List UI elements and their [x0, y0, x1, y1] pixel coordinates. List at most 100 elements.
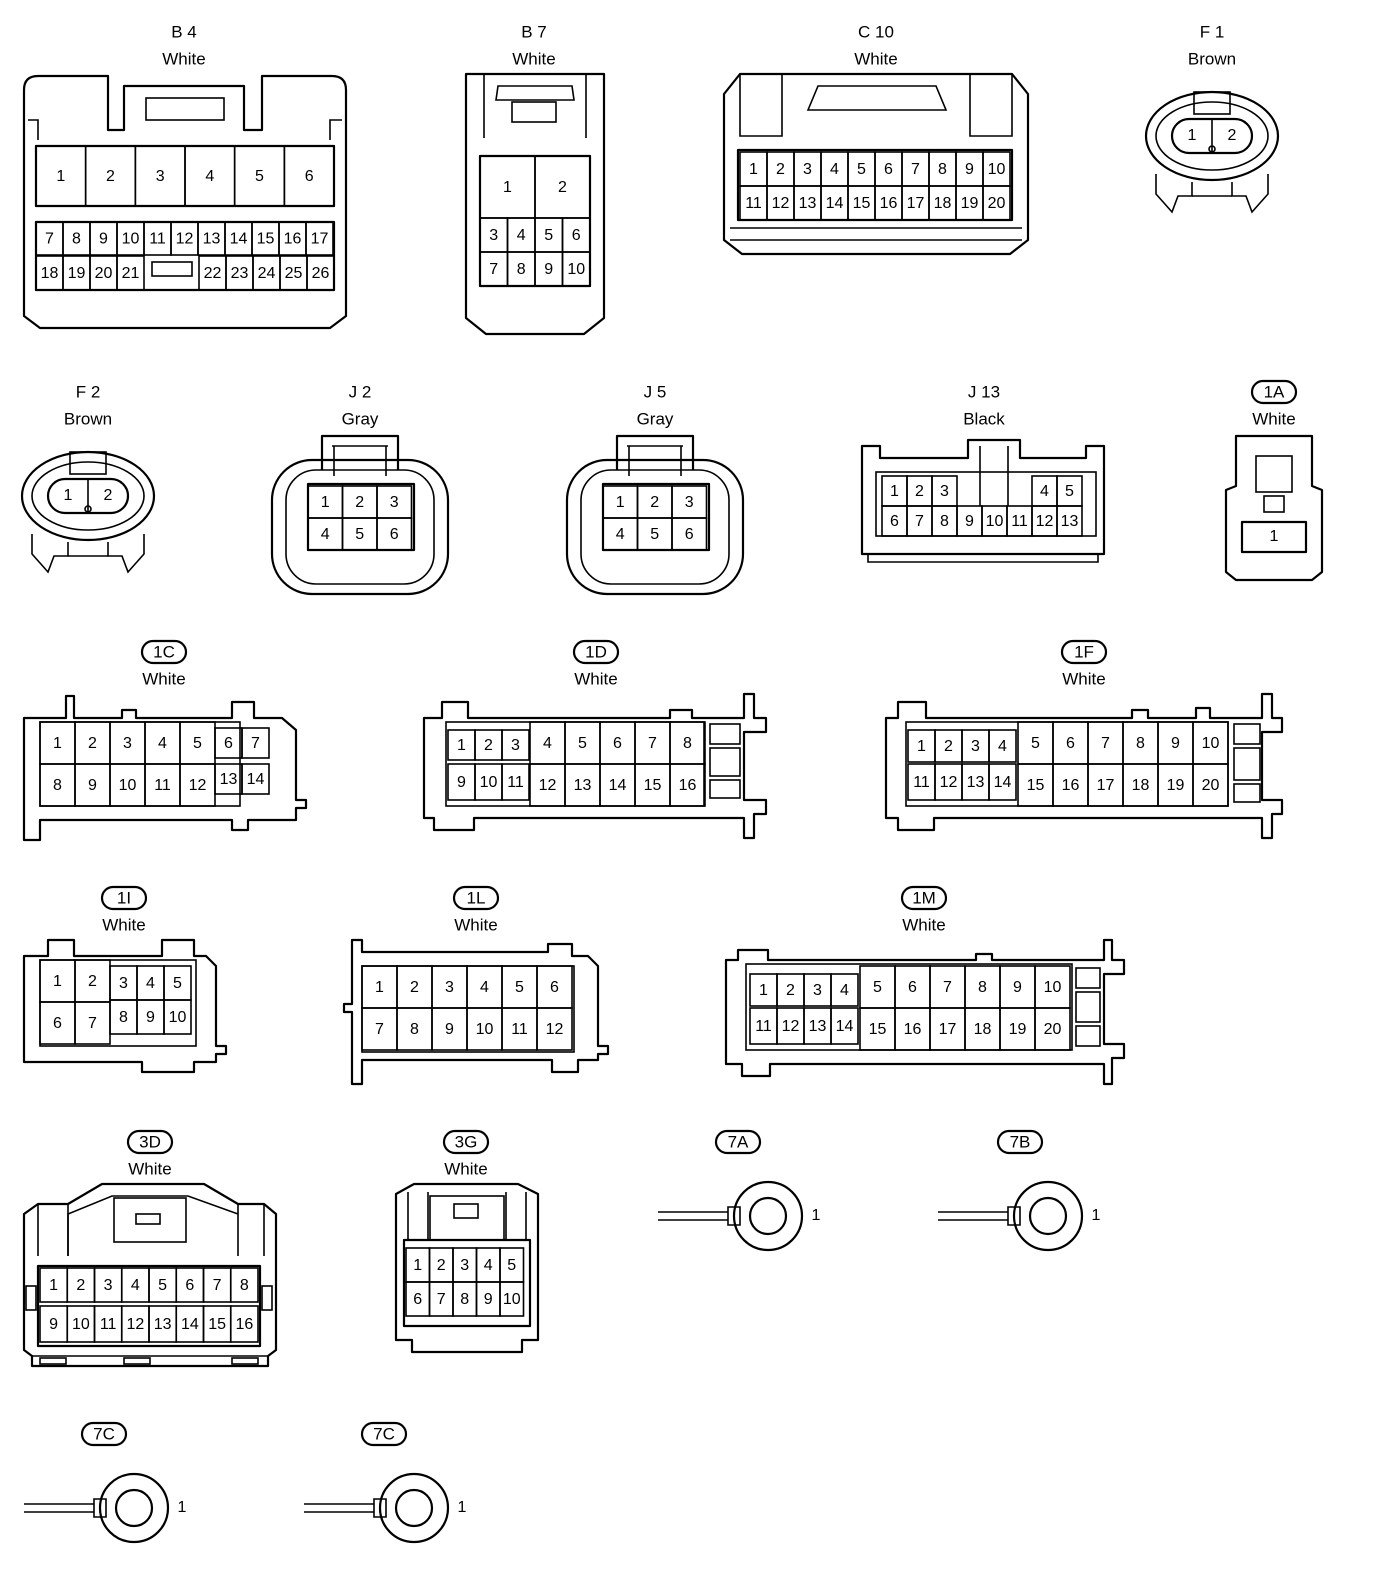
connector-code: F 2	[76, 382, 101, 401]
connector-code-badge	[1250, 379, 1298, 405]
pin-label: 18	[934, 195, 952, 212]
pin-label: 6	[224, 735, 233, 752]
pin-label: 5	[515, 979, 524, 996]
pin-label: 1	[503, 179, 512, 196]
pin-label: 3	[511, 737, 520, 754]
pin-label: 17	[907, 195, 925, 212]
pin-label: 1	[812, 1207, 821, 1224]
connector-code: B 4	[171, 22, 197, 41]
pin-label: 6	[53, 1015, 62, 1032]
connector-color: Black	[963, 409, 1005, 428]
connector-code-badge	[100, 885, 148, 911]
pin-label: 13	[967, 774, 985, 791]
pin-label: 5	[873, 979, 882, 996]
pin-label: 7	[437, 1291, 446, 1308]
pin-label: 4	[321, 526, 330, 543]
pin-label: 1	[1270, 528, 1279, 545]
pin-label: 3	[445, 979, 454, 996]
pin-label: 10	[169, 1009, 187, 1026]
pin-label: 16	[880, 195, 898, 212]
connector-code: 7A	[728, 1132, 749, 1151]
pin-label: 9	[965, 513, 974, 530]
pin-label: 17	[1097, 777, 1115, 794]
pin-label: 2	[104, 487, 113, 504]
pin-label: 4	[158, 735, 167, 752]
connector-code-badge	[1060, 639, 1108, 665]
pin-label: 26	[312, 265, 330, 282]
pin-label: 12	[1036, 513, 1054, 530]
pin-label: 11	[913, 774, 930, 791]
connector-code-badge	[572, 639, 620, 665]
pin-label: 2	[355, 494, 364, 511]
connector-7c-right: 7C1	[304, 1421, 467, 1544]
pin-label: 17	[939, 1021, 957, 1038]
pin-label: 11	[755, 1018, 772, 1035]
pin-label: 12	[539, 777, 557, 794]
pin-label: 6	[413, 1291, 422, 1308]
pin-label: 10	[476, 1021, 494, 1038]
pin-label: 5	[173, 975, 182, 992]
pin-label: 3	[156, 168, 165, 185]
pin-label: 7	[911, 161, 920, 178]
pin-label: 4	[131, 1277, 140, 1294]
pin-label: 2	[484, 737, 493, 754]
pin-label: 19	[68, 265, 86, 282]
connector-code: 7B	[1010, 1132, 1031, 1151]
connector-color: Brown	[64, 409, 112, 428]
pin-label: 4	[484, 1257, 493, 1274]
pin-label: 6	[613, 735, 622, 752]
pin-label: 3	[460, 1257, 469, 1274]
pin-label: 1	[413, 1257, 422, 1274]
pin-label: 14	[609, 777, 627, 794]
connector-code: 1M	[912, 888, 936, 907]
pin-label: 6	[685, 526, 694, 543]
pin-label: 9	[1013, 979, 1022, 996]
pin-label: 2	[88, 735, 97, 752]
pin-label: 8	[940, 513, 949, 530]
pin-label: 9	[457, 774, 466, 791]
pin-label: 2	[106, 168, 115, 185]
pin-label: 1	[64, 487, 73, 504]
connector-color: Brown	[1188, 49, 1236, 68]
pin-label: 11	[507, 774, 524, 791]
pin-label: 2	[410, 979, 419, 996]
pin-label: 6	[908, 979, 917, 996]
pin-label: 10	[986, 513, 1004, 530]
pin-label: 23	[231, 265, 249, 282]
pin-label: 6	[572, 227, 581, 244]
pin-label: 2	[944, 738, 953, 755]
pin-label: 3	[390, 494, 399, 511]
pin-label: 12	[546, 1021, 564, 1038]
pin-label: 10	[567, 261, 585, 278]
pin-label: 12	[940, 774, 958, 791]
pin-label: 16	[679, 777, 697, 794]
pin-label: 10	[1044, 979, 1062, 996]
pin-label: 4	[517, 227, 526, 244]
pin-label: 5	[158, 1277, 167, 1294]
pin-label: 13	[809, 1018, 827, 1035]
pin-label: 5	[1065, 483, 1074, 500]
pin-label: 14	[181, 1316, 199, 1333]
pin-label: 1	[53, 973, 62, 990]
pin-label: 3	[813, 982, 822, 999]
connector-code: 3D	[139, 1132, 161, 1151]
connector-code: C 10	[858, 22, 894, 41]
pin-label: 4	[616, 526, 625, 543]
pin-label: 1	[890, 483, 899, 500]
pin-label: 4	[480, 979, 489, 996]
pin-label: 9	[445, 1021, 454, 1038]
pin-label: 18	[1132, 777, 1150, 794]
pin-label: 9	[88, 777, 97, 794]
pin-label: 7	[648, 735, 657, 752]
pin-label: 14	[247, 771, 265, 788]
pin-label: 8	[978, 979, 987, 996]
pin-label: 15	[1027, 777, 1045, 794]
pin-label: 1	[457, 737, 466, 754]
